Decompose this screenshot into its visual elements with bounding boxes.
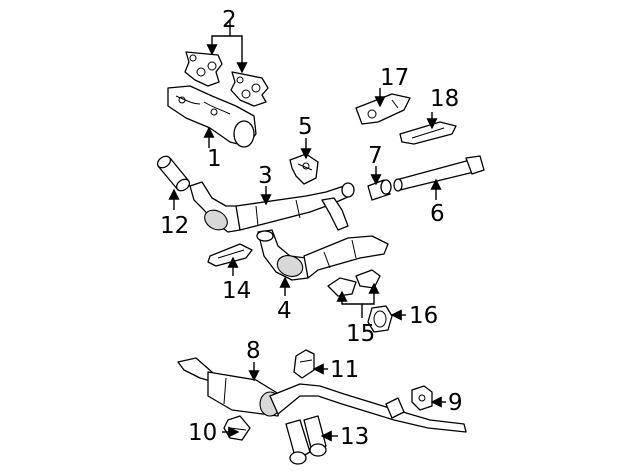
part-7-connector[interactable] — [367, 179, 392, 201]
part-10-clamp[interactable] — [223, 415, 251, 441]
part-14-heat-shield[interactable] — [207, 243, 253, 267]
part-12-heat-shield[interactable] — [155, 154, 191, 193]
callout-11: 11 — [330, 357, 359, 383]
part-1-exhaust-manifold[interactable] — [167, 85, 257, 148]
callout-6: 6 — [430, 201, 445, 227]
part-15-heat-shields[interactable] — [327, 269, 381, 297]
callout-3: 3 — [258, 163, 273, 189]
part-4-catalytic-converter-pipe[interactable] — [256, 229, 389, 281]
callout-9: 9 — [448, 390, 463, 416]
callout-12: 12 — [160, 213, 189, 239]
callout-1: 1 — [207, 146, 222, 172]
part-5-clamp[interactable] — [289, 153, 319, 185]
part-3-catalytic-converter-pipe[interactable] — [189, 181, 355, 234]
callout-18: 18 — [430, 86, 459, 112]
callout-15: 15 — [346, 321, 375, 347]
part-13-exhaust-tips[interactable] — [285, 415, 327, 465]
callout-14: 14 — [222, 278, 251, 304]
part-17-hanger-bracket[interactable] — [355, 93, 411, 125]
callout-10: 10 — [188, 420, 217, 446]
callout-7: 7 — [368, 143, 383, 169]
part-9-hanger[interactable] — [411, 385, 433, 411]
callout-13: 13 — [340, 424, 369, 450]
part-18-heat-shield[interactable] — [399, 121, 457, 145]
part-2-gaskets[interactable] — [184, 51, 269, 107]
part-16-gasket[interactable] — [367, 305, 393, 333]
callout-17: 17 — [380, 65, 409, 91]
callout-4: 4 — [277, 298, 292, 324]
part-11-clamp[interactable] — [293, 349, 315, 379]
callout-16: 16 — [409, 303, 438, 329]
callout-8: 8 — [246, 338, 261, 364]
callout-5: 5 — [298, 114, 313, 140]
part-6-intermediate-pipe[interactable] — [393, 155, 485, 192]
callout-numbers: 2 1 3 5 17 18 7 6 12 14 4 15 16 8 11 9 1… — [160, 7, 463, 450]
part-8-muffler-assembly[interactable] — [177, 357, 467, 433]
leader-lines — [168, 20, 446, 442]
callout-2: 2 — [222, 7, 237, 33]
